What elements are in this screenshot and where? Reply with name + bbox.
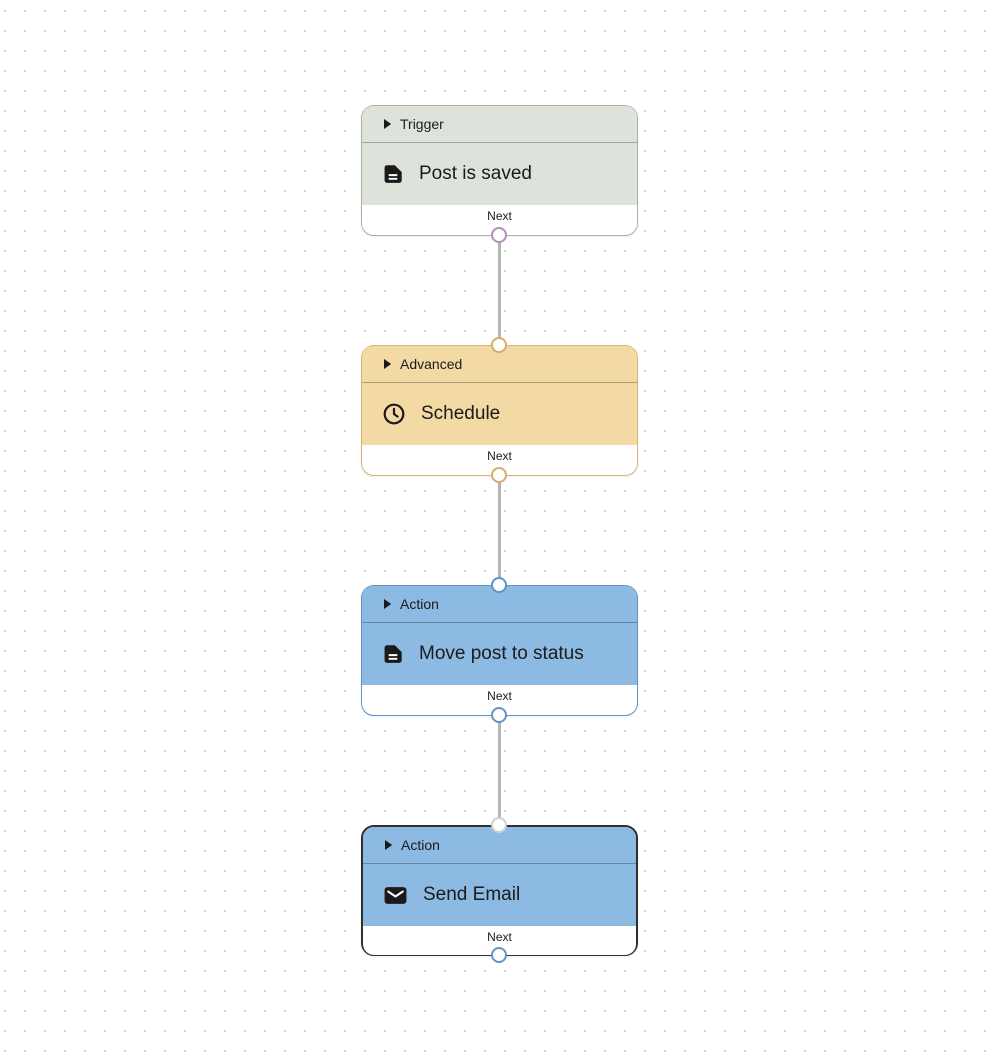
output-port[interactable] bbox=[491, 227, 507, 243]
node-title: Move post to status bbox=[419, 643, 584, 664]
node-body: Schedule bbox=[362, 383, 637, 445]
node-trigger-post-is-saved[interactable]: Trigger Post is saved Next bbox=[361, 105, 638, 236]
node-header[interactable]: Action bbox=[363, 827, 636, 864]
node-body: Move post to status bbox=[362, 623, 637, 685]
node-title: Post is saved bbox=[419, 163, 532, 184]
node-action-send-email[interactable]: Action Send Email Next bbox=[361, 825, 638, 956]
input-port[interactable] bbox=[491, 577, 507, 593]
node-category-label: Action bbox=[400, 596, 439, 612]
connector-line bbox=[498, 475, 501, 585]
collapse-arrow-icon[interactable] bbox=[383, 599, 392, 609]
document-icon bbox=[382, 163, 404, 185]
document-icon bbox=[382, 643, 404, 665]
node-category-label: Action bbox=[401, 837, 440, 853]
output-port[interactable] bbox=[491, 707, 507, 723]
node-category-label: Trigger bbox=[400, 116, 444, 132]
node-category-label: Advanced bbox=[400, 356, 463, 372]
output-port[interactable] bbox=[491, 467, 507, 483]
clock-icon bbox=[382, 402, 406, 426]
node-header[interactable]: Trigger bbox=[362, 106, 637, 143]
envelope-icon bbox=[383, 883, 408, 908]
node-body: Send Email bbox=[363, 864, 636, 926]
connector-line bbox=[498, 715, 501, 825]
collapse-arrow-icon[interactable] bbox=[383, 119, 392, 129]
output-port[interactable] bbox=[491, 947, 507, 963]
node-body: Post is saved bbox=[362, 143, 637, 205]
collapse-arrow-icon[interactable] bbox=[384, 840, 393, 850]
node-advanced-schedule[interactable]: Advanced Schedule Next bbox=[361, 345, 638, 476]
collapse-arrow-icon[interactable] bbox=[383, 359, 392, 369]
node-title: Schedule bbox=[421, 403, 501, 424]
node-title: Send Email bbox=[423, 884, 521, 905]
input-port[interactable] bbox=[491, 817, 507, 833]
node-action-move-post-to-status[interactable]: Action Move post to status Next bbox=[361, 585, 638, 716]
connector-line bbox=[498, 235, 501, 345]
input-port[interactable] bbox=[491, 337, 507, 353]
